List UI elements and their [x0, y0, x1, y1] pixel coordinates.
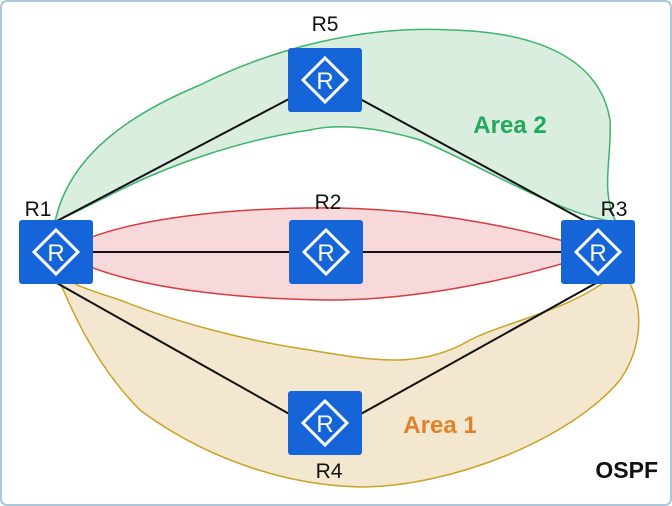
- router-icon: [286, 389, 364, 457]
- router-icon: [559, 218, 637, 286]
- router-r5[interactable]: [286, 46, 364, 114]
- diagram-title: OSPF: [595, 457, 658, 483]
- area-2-region: [53, 28, 618, 224]
- router-icon: [287, 218, 365, 286]
- router-label-r2: R2: [315, 191, 342, 214]
- area-1-region: [54, 268, 640, 488]
- link-r1-r5: [54, 79, 326, 223]
- router-label-r1: R1: [25, 198, 52, 221]
- router-r4[interactable]: [286, 389, 364, 457]
- router-label-r5: R5: [312, 13, 339, 36]
- link-r4-r3: [349, 281, 599, 421]
- router-r3[interactable]: [559, 218, 637, 286]
- link-r5-r3: [324, 79, 599, 229]
- router-label-r3: R3: [601, 198, 628, 221]
- link-r1-r4: [54, 281, 301, 421]
- area-2-label: Area 2: [473, 112, 546, 139]
- router-icon: [286, 46, 364, 114]
- router-r2[interactable]: [287, 218, 365, 286]
- router-icon: [17, 218, 95, 286]
- router-r1[interactable]: [17, 218, 95, 286]
- router-label-r4: R4: [316, 460, 343, 483]
- area-1-label: Area 1: [403, 412, 476, 439]
